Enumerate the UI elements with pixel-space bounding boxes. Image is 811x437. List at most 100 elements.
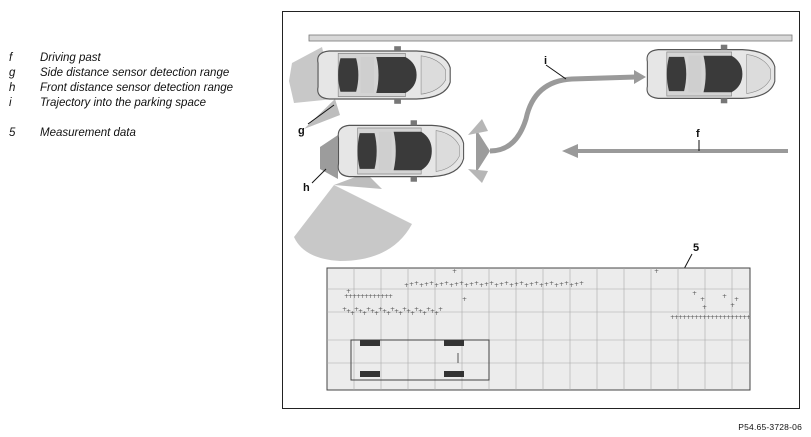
legend-key: g (9, 67, 16, 79)
curb (308, 34, 793, 42)
grid-lines (327, 268, 750, 390)
trajectory-arrowhead (634, 70, 646, 84)
measurement-point: + (746, 314, 751, 321)
measurement-point: + (509, 282, 514, 289)
measurement-point: + (479, 282, 484, 289)
callout-5: 5 (693, 242, 699, 254)
measurement-point: + (376, 293, 381, 300)
measurement-point: + (539, 282, 544, 289)
measurement-point: + (554, 282, 559, 289)
measurement-point: + (372, 293, 377, 300)
rear-sensor-range-upper (468, 119, 488, 135)
measurement-point: + (404, 282, 409, 289)
measurement-panel (326, 267, 751, 391)
measurement-point: + (499, 281, 504, 288)
measurement-point: + (564, 280, 569, 287)
measurement-point: + (352, 293, 357, 300)
measurement-point: + (722, 293, 727, 300)
measurement-point: + (346, 308, 351, 315)
legend-text: Measurement data (40, 127, 136, 139)
measurement-point: + (350, 310, 355, 317)
legend-item-g: g Side distance sensor detection range (9, 67, 229, 79)
measurement-point: + (549, 280, 554, 287)
measurement-point: + (710, 314, 715, 321)
measurement-point: + (354, 306, 359, 313)
measurement-point: + (348, 293, 353, 300)
figure-caption: P54.65-3728-06 (738, 422, 802, 432)
measurement-point: + (368, 293, 373, 300)
callout-g: g (298, 125, 305, 137)
measurement-point: + (722, 314, 727, 321)
measurement-point: + (398, 310, 403, 317)
callout-f: f (696, 128, 700, 140)
measurement-point: + (519, 280, 524, 287)
wheel-marker (360, 371, 380, 377)
measurement-point: + (409, 281, 414, 288)
measurement-point: + (726, 314, 731, 321)
measurement-point: + (358, 308, 363, 315)
measurement-point: + (574, 281, 579, 288)
leader-g (307, 104, 335, 125)
measurement-point: + (378, 306, 383, 313)
front-sensor-beams (320, 135, 338, 179)
measurement-point: + (702, 304, 707, 311)
measurement-point: + (364, 293, 369, 300)
measurement-point: + (384, 293, 389, 300)
leader-i (545, 64, 567, 80)
measurement-point: + (434, 282, 439, 289)
measurement-point: + (454, 281, 459, 288)
trajectory-path (489, 74, 638, 154)
measurement-point: + (360, 293, 365, 300)
measurement-points: ++++++++++++++++++++++++++++++++++++++++… (342, 268, 751, 321)
measurement-point: + (702, 314, 707, 321)
measurement-point: + (394, 308, 399, 315)
measurement-point: + (494, 282, 499, 289)
measurement-point: + (738, 314, 743, 321)
wheel-marker (444, 340, 464, 346)
measurement-point: + (362, 310, 367, 317)
measurement-point: + (514, 281, 519, 288)
measurement-point: + (386, 310, 391, 317)
measurement-point: + (424, 281, 429, 288)
measurement-point: + (730, 302, 735, 309)
car-parked (646, 44, 776, 104)
measurement-point: + (414, 306, 419, 313)
measurement-point: + (414, 280, 419, 287)
measurement-point: + (430, 308, 435, 315)
legend-text: Trajectory into the parking space (40, 97, 206, 109)
measurement-point: + (346, 288, 351, 295)
legend-item-5: 5 Measurement data (9, 127, 136, 139)
measurement-grid: ++++++++++++++++++++++++++++++++++++++++… (326, 267, 751, 391)
measurement-point: + (579, 280, 584, 287)
legend-key: i (9, 97, 12, 109)
measurement-point: + (390, 306, 395, 313)
measurement-point: + (484, 281, 489, 288)
legend-text: Front distance sensor detection range (40, 82, 234, 94)
measurement-point: + (678, 314, 683, 321)
legend-key: h (9, 82, 16, 94)
measurement-point: + (426, 306, 431, 313)
measurement-point: + (419, 282, 424, 289)
measurement-point: + (670, 314, 675, 321)
measurement-point: + (406, 308, 411, 315)
measurement-point: + (489, 280, 494, 287)
legend-item-i: i Trajectory into the parking space (9, 97, 206, 109)
measurement-point: + (344, 293, 349, 300)
rear-sensor-range-lower (468, 169, 488, 183)
measurement-point: + (452, 268, 457, 275)
measurement-point: + (438, 306, 443, 313)
measurement-point: + (674, 314, 679, 321)
leader-h (311, 168, 327, 184)
legend-item-h: h Front distance sensor detection range (9, 82, 233, 94)
callout-h: h (303, 182, 310, 194)
measurement-point: + (374, 310, 379, 317)
measurement-point: + (469, 281, 474, 288)
measurement-point: + (382, 308, 387, 315)
measurement-point: + (694, 314, 699, 321)
measurement-point: + (718, 314, 723, 321)
legend-text: Side distance sensor detection range (40, 67, 230, 79)
measurement-point: + (388, 293, 393, 300)
legend-key: 5 (9, 127, 16, 139)
